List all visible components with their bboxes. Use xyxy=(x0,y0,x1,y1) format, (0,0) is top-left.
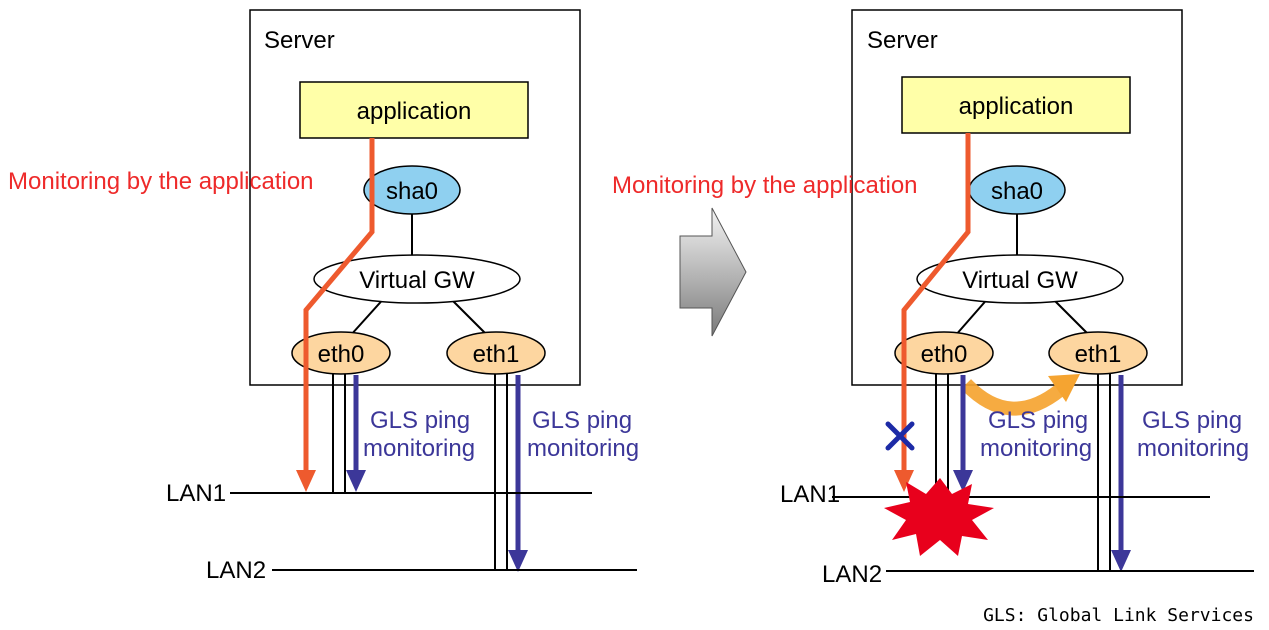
eth0-label: eth0 xyxy=(921,341,968,368)
gls-ping-label-2-line1: GLS ping xyxy=(1142,407,1242,434)
gls-ping-label-1-line1: GLS ping xyxy=(988,407,1088,434)
gls-ping-label-1: GLS ping monitoring xyxy=(980,407,1095,462)
app-monitoring-arrowhead xyxy=(894,470,914,492)
app-monitoring-arrowhead xyxy=(296,470,316,492)
gls-ping-arrowhead-2 xyxy=(508,550,528,572)
gls-ping-label-1-line2: monitoring xyxy=(363,435,475,462)
eth0-node xyxy=(894,331,994,375)
right-panel: Server application sha0 Virtual GW eth0 … xyxy=(612,9,1254,588)
lan1-label: LAN1 xyxy=(780,481,840,508)
gls-ping-label-1-line2: monitoring xyxy=(980,435,1092,462)
virtual-gw-label: Virtual GW xyxy=(962,267,1078,294)
fail-cross-icon xyxy=(885,421,915,451)
application-label: application xyxy=(959,93,1074,120)
server-label: Server xyxy=(867,27,938,54)
gls-ping-label-1-line1: GLS ping xyxy=(370,407,470,434)
sha0-label: sha0 xyxy=(991,178,1043,205)
app-monitoring-path xyxy=(901,133,971,472)
server-label: Server xyxy=(264,27,335,54)
gls-ping-label-1: GLS ping monitoring xyxy=(363,407,477,462)
sha0-label: sha0 xyxy=(386,178,438,205)
lan2-label: LAN2 xyxy=(822,561,882,588)
lan1-label: LAN1 xyxy=(166,480,226,507)
gls-ping-arrowhead-1 xyxy=(953,470,973,492)
eth1-node xyxy=(446,331,546,375)
failover-arrow xyxy=(960,379,1065,416)
virtual-gw-label: Virtual GW xyxy=(359,267,475,294)
lan2-label: LAN2 xyxy=(206,557,266,584)
transition-arrow xyxy=(679,207,747,337)
failure-burst-icon xyxy=(884,478,994,556)
gls-ping-label-2-line2: monitoring xyxy=(1137,435,1249,462)
gls-ping-arrowhead-1 xyxy=(346,470,366,492)
gls-ping-label-2-line1: GLS ping xyxy=(532,407,632,434)
gls-ping-label-2: GLS ping monitoring xyxy=(1137,407,1249,462)
gls-ping-arrowhead-2 xyxy=(1111,550,1131,572)
app-monitoring-path xyxy=(303,138,375,472)
eth1-label: eth1 xyxy=(1075,341,1122,368)
eth1-label: eth1 xyxy=(473,341,520,368)
failover-arrowhead xyxy=(1048,374,1080,402)
left-panel: Server application sha0 Virtual GW eth0 … xyxy=(8,9,639,584)
app-monitoring-label: Monitoring by the application xyxy=(612,172,918,199)
app-monitoring-label: Monitoring by the application xyxy=(8,168,314,195)
eth1-node xyxy=(1048,331,1148,375)
virtual-gw-node xyxy=(916,254,1124,304)
connections xyxy=(935,213,1111,570)
gls-ping-label-2: GLS ping monitoring xyxy=(527,407,639,462)
footnote: GLS: Global Link Services xyxy=(983,605,1254,626)
gls-ping-label-2-line2: monitoring xyxy=(527,435,639,462)
application-label: application xyxy=(357,98,472,125)
application-box xyxy=(901,76,1131,134)
sha0-node xyxy=(363,165,461,215)
connections xyxy=(332,213,508,570)
virtual-gw-node xyxy=(313,254,521,304)
eth0-node xyxy=(291,331,391,375)
application-box xyxy=(299,81,529,139)
eth0-label: eth0 xyxy=(318,341,365,368)
